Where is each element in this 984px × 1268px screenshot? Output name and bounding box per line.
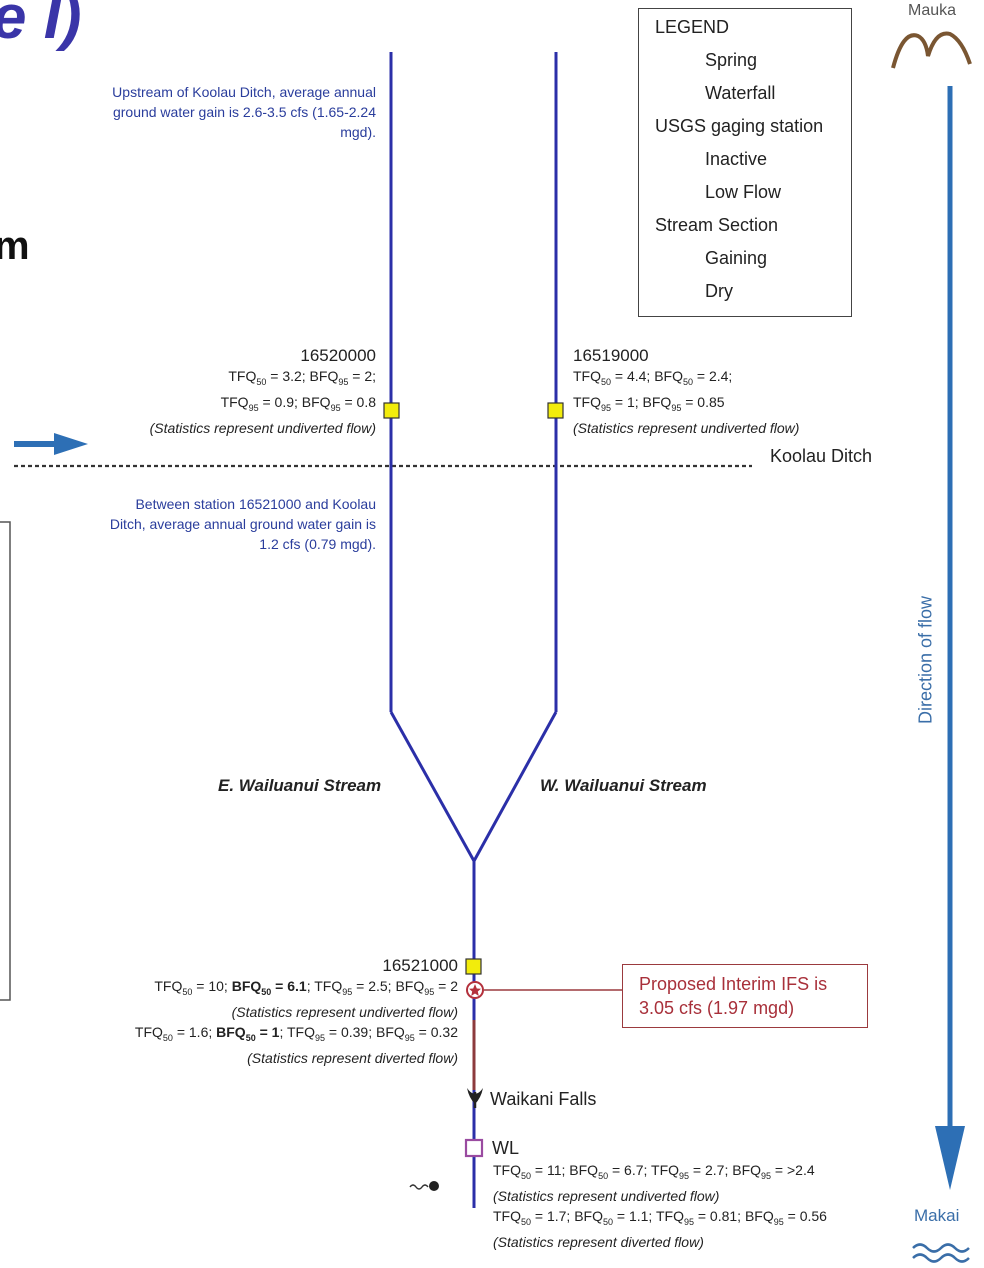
station-stats-line: TFQ95 = 1; BFQ95 = 0.85 [573, 393, 725, 413]
station-note: (Statistics represent diverted flow) [493, 1233, 704, 1250]
page-title-fragment: e I) [0, 0, 82, 52]
station-16519000-block: 16519000 TFQ50 = 4.4; BFQ50 = 2.4; TFQ95… [573, 346, 873, 438]
station-16520000-block: 16520000 TFQ50 = 3.2; BFQ95 = 2; TFQ95 =… [60, 346, 376, 438]
station-note: (Statistics represent undiverted flow) [149, 419, 376, 436]
legend-low-flow-label: Low Flow [705, 182, 782, 202]
legend-box: LEGEND Spring Waterfall USGS gaging stat… [638, 8, 852, 317]
upstream-note-line: ground water gain is 2.6-3.5 cfs (1.65-2… [112, 104, 376, 120]
makai-label: Makai [914, 1206, 960, 1225]
upstream-note: Upstream of Koolau Ditch, average annual… [40, 82, 376, 142]
ifs-star-icon [469, 984, 481, 996]
waikani-falls-icon [467, 1088, 483, 1108]
station-note: (Statistics represent undiverted flow) [493, 1187, 720, 1204]
waikani-falls-label: Waikani Falls [490, 1089, 597, 1109]
ditch-flow-arrow [14, 433, 88, 455]
station-16521000-block: 16521000 TFQ50 = 10; BFQ50 = 6.1; TFQ95 … [40, 956, 458, 1068]
station-stats-line: TFQ50 = 11; BFQ50 = 6.7; TFQ95 = 2.7; BF… [493, 1162, 815, 1181]
station-id: 16521000 [382, 956, 458, 975]
station-wl-block: TFQ50 = 11; BFQ50 = 6.7; TFQ95 = 2.7; BF… [493, 1160, 913, 1252]
station-16519000-marker [547, 402, 564, 419]
west-stream-label: W. Wailuanui Stream [540, 776, 707, 795]
legend-dry-label: Dry [705, 281, 733, 301]
station-note: (Statistics represent undiverted flow) [573, 419, 800, 436]
left-panel-frame [0, 521, 11, 1001]
between-note-line: Ditch, average annual ground water gain … [109, 516, 376, 532]
legend-spring-label: Spring [705, 50, 758, 70]
ifs-line: 3.05 cfs (1.97 mgd) [639, 998, 795, 1018]
station-16520000-marker [383, 402, 400, 419]
upstream-note-line: mgd). [340, 124, 376, 140]
direction-arrowhead [935, 1126, 965, 1190]
station-stats-line: TFQ50 = 1.6; BFQ50 = 1; TFQ95 = 0.39; BF… [134, 1023, 458, 1043]
station-stats-line: TFQ50 = 1.7; BFQ50 = 1.1; TFQ95 = 0.81; … [493, 1207, 827, 1227]
east-stream-label: E. Wailuanui Stream [218, 776, 382, 795]
mauka-label: Mauka [908, 2, 957, 19]
station-stats-line: TFQ95 = 0.9; BFQ95 = 0.8 [220, 393, 376, 413]
waves-icon [912, 1243, 970, 1263]
legend-title: LEGEND [655, 17, 730, 37]
koolau-ditch-label: Koolau Ditch [770, 446, 873, 466]
ifs-line: Proposed Interim IFS is [639, 974, 828, 994]
station-note: (Statistics represent diverted flow) [247, 1049, 458, 1066]
legend-usgs-heading: USGS gaging station [655, 116, 824, 136]
between-note: Between station 16521000 and Koolau Ditc… [40, 494, 376, 554]
station-stats-line: TFQ50 = 3.2; BFQ95 = 2; [228, 368, 376, 387]
station-wl-marker [464, 1138, 484, 1158]
legend-waterfall-label: Waterfall [705, 83, 776, 103]
station-id: 16519000 [573, 346, 649, 365]
upstream-note-line: Upstream of Koolau Ditch, average annual [112, 84, 376, 100]
station-id: 16520000 [300, 346, 376, 365]
station-wl-id: WL [492, 1138, 519, 1158]
spring-icon [409, 1181, 439, 1191]
legend-inactive-label: Inactive [705, 149, 768, 169]
east-stream-diagonal [389, 711, 476, 862]
legend-section-heading: Stream Section [655, 215, 779, 235]
west-stream-diagonal [472, 711, 558, 862]
station-stats-line: TFQ50 = 4.4; BFQ50 = 2.4; [573, 368, 733, 387]
between-note-line: 1.2 cfs (0.79 mgd). [259, 536, 376, 552]
ifs-callout-box: Proposed Interim IFS is 3.05 cfs (1.97 m… [622, 964, 868, 1028]
direction-of-flow-label: Direction of flow [915, 595, 936, 725]
station-stats-line: TFQ50 = 10; BFQ50 = 6.1; TFQ95 = 2.5; BF… [154, 978, 458, 997]
station-note: (Statistics represent undiverted flow) [231, 1003, 458, 1020]
subtitle-fragment: m [0, 224, 30, 268]
station-16521000-marker [465, 958, 482, 975]
between-note-line: Between station 16521000 and Koolau [135, 496, 376, 512]
legend-gaining-label: Gaining [705, 248, 768, 268]
mountain-icon [891, 31, 972, 69]
